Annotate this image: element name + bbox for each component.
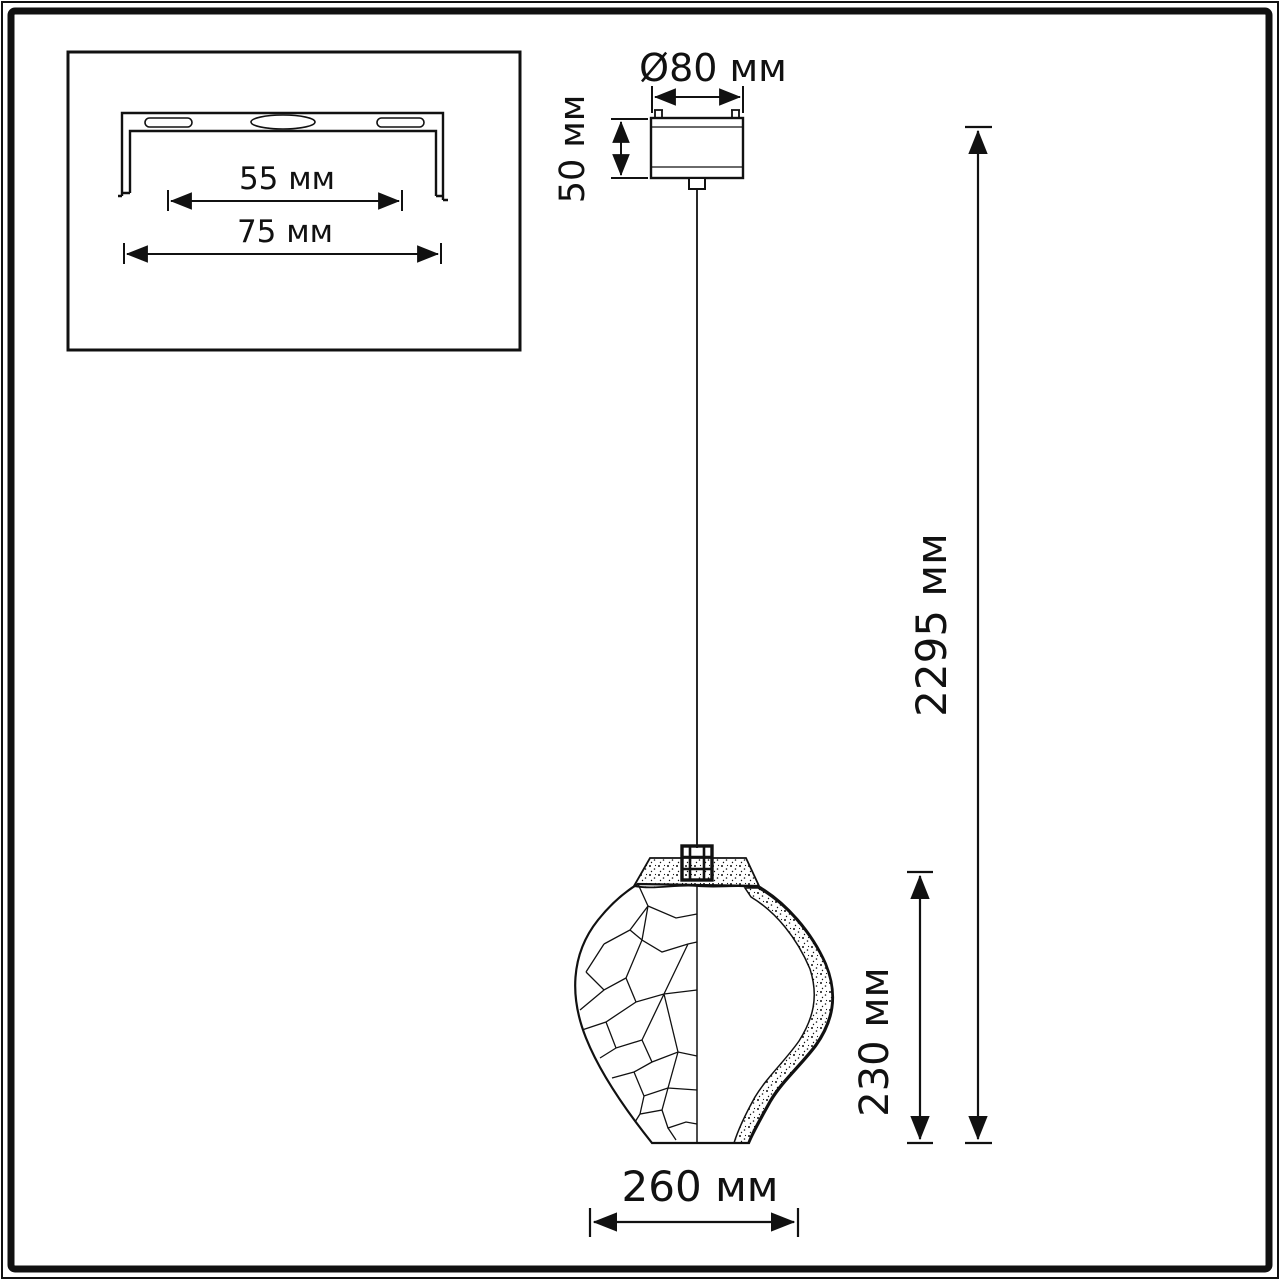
stipple-band <box>732 887 833 1144</box>
canopy-detail-lines <box>651 126 743 168</box>
dim-label-50: 50 мм <box>553 95 593 203</box>
canopy <box>649 109 745 190</box>
dim-canopy-height: 50 мм <box>553 95 648 203</box>
extension-ticks <box>611 118 648 179</box>
bracket-inset-panel: 55 мм 75 мм <box>66 50 522 352</box>
extension-ticks <box>965 125 992 1145</box>
dim-label-55: 55 мм <box>239 161 335 197</box>
lamp-shade <box>574 857 835 1145</box>
dim-label-230: 230 мм <box>852 967 898 1116</box>
extension-ticks <box>907 870 933 1145</box>
dim-shade-width: 260 мм <box>588 1162 800 1237</box>
extension-ticks <box>588 1208 800 1237</box>
crackle-lines <box>579 884 698 1141</box>
canopy-body <box>649 116 745 180</box>
cable-gland <box>688 177 706 190</box>
bracket-slot-right <box>376 117 425 128</box>
extension-ticks <box>167 190 403 211</box>
extension-ticks <box>123 243 442 264</box>
inner-frame <box>7 7 1273 1273</box>
dim-label-2295: 2295 мм <box>907 533 956 717</box>
extension-ticks <box>651 86 744 113</box>
shade-top-cap <box>632 857 762 890</box>
dim-label-diameter-80: Ø80 мм <box>639 46 787 90</box>
dim-canopy-diameter: Ø80 мм <box>639 46 787 113</box>
canopy-clip-marks <box>654 109 740 118</box>
bracket-slot-center <box>250 114 316 130</box>
bracket-slot-left <box>144 117 193 128</box>
dim-shade-height: 230 мм <box>852 870 933 1145</box>
dim-bracket-width: 75 мм <box>123 214 442 264</box>
dim-label-75: 75 мм <box>237 214 333 250</box>
dim-bracket-hole-spacing: 55 мм <box>167 161 403 211</box>
mounting-bracket-profile <box>118 111 448 202</box>
inset-border <box>66 50 522 352</box>
dim-label-260: 260 мм <box>622 1162 779 1211</box>
dim-overall-height: 2295 мм <box>907 125 992 1145</box>
crackle-texture <box>579 884 698 1141</box>
